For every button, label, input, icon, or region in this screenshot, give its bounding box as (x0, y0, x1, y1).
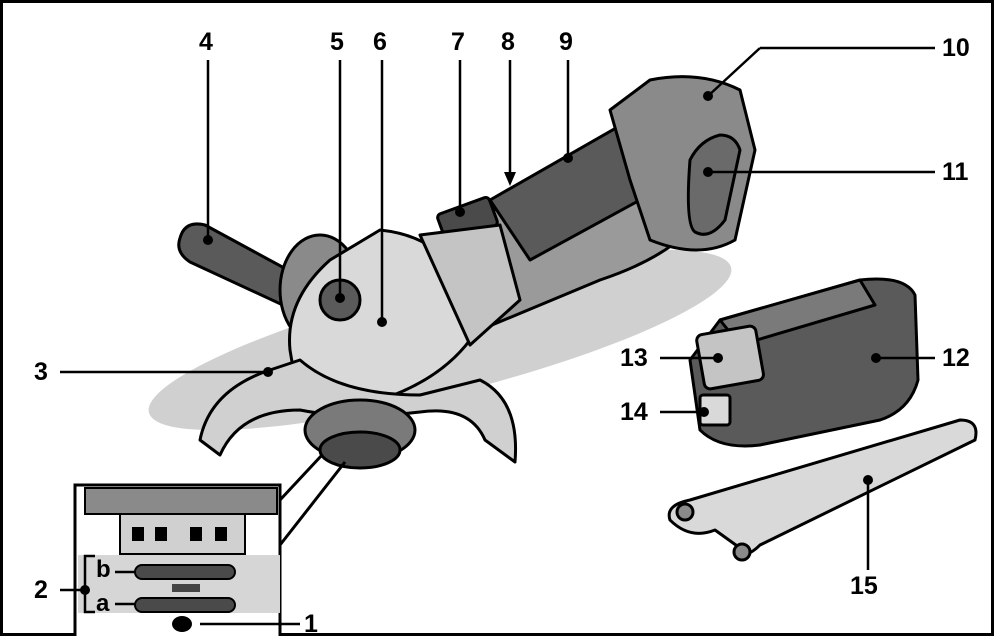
callout-1: 1 (304, 610, 318, 638)
callout-8: 8 (501, 28, 515, 56)
angle-grinder (177, 75, 757, 470)
callout-9: 9 (559, 28, 573, 56)
callout-11: 11 (942, 158, 969, 186)
callout-3: 3 (34, 358, 48, 386)
callout-15: 15 (850, 572, 878, 600)
battery-contact-panel (686, 133, 742, 236)
battery-release-button (695, 324, 765, 391)
battery-pack (688, 277, 920, 448)
callout-b: b (96, 556, 111, 583)
flange-side-b (134, 564, 236, 580)
leader-dots (80, 91, 881, 629)
callout-14: 14 (620, 398, 648, 426)
callout-2: 2 (34, 576, 48, 604)
callout-6: 6 (373, 28, 387, 56)
callout-12: 12 (942, 344, 970, 372)
callout-7: 7 (451, 28, 465, 56)
callout-4: 4 (199, 28, 213, 56)
callout-13: 13 (620, 344, 648, 372)
callout-5: 5 (330, 28, 344, 56)
callout-10: 10 (942, 34, 970, 62)
gear-neck (418, 223, 522, 347)
flange-side-a (134, 597, 236, 613)
callout-a: a (96, 590, 110, 617)
clamping-nut (318, 430, 402, 470)
arrow-8 (504, 172, 516, 186)
flange-detail-inset (73, 453, 347, 636)
